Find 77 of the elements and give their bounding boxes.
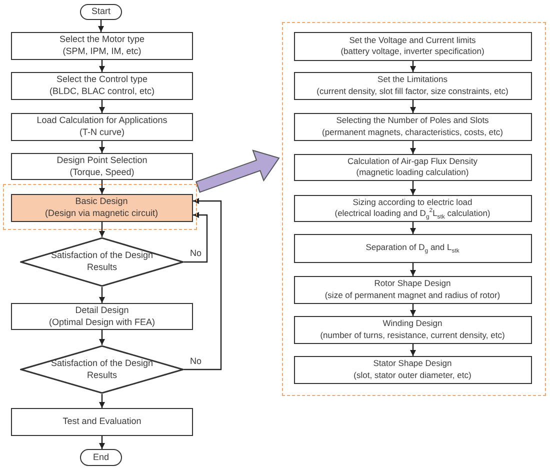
dashed-frame: [282, 22, 546, 396]
process-box: [10, 194, 192, 222]
step-detail: (Torque, Speed): [70, 166, 134, 178]
step-title: Sizing according to electric load: [352, 196, 472, 208]
arrow: [184, 212, 208, 263]
arrow: [99, 141, 105, 153]
arrow: [99, 60, 105, 72]
arrow: [99, 180, 105, 194]
process-box: [294, 112, 532, 140]
process-box: [294, 32, 532, 60]
step-title: Winding Design: [382, 318, 442, 330]
arrow: [410, 263, 416, 276]
decision-text: Satisfaction of the Design Results: [50, 358, 154, 382]
decision-diamond: [20, 237, 184, 287]
step-title: Load Calculation for Applications: [36, 115, 168, 127]
edge-label: No: [189, 249, 203, 258]
step-detail: (T-N curve): [80, 127, 124, 139]
process-box: [11, 303, 193, 330]
process-box: [11, 32, 193, 60]
arrow: [99, 100, 105, 113]
arrow: [410, 141, 416, 154]
arrow: [410, 222, 416, 234]
arrow: [99, 222, 105, 237]
terminal-label: End: [92, 452, 109, 464]
arrow: [410, 304, 416, 316]
process-box: [294, 194, 532, 222]
arrow: [99, 330, 105, 345]
step-detail: (size of permanent magnet and radius of rotor): [324, 290, 500, 301]
step-detail: (magnetic loading calculation): [356, 167, 469, 178]
step-detail: (electrical loading and D$_{g}$$^{2}$L$_{stk}$ calculation): [334, 208, 490, 220]
process-box: [11, 113, 193, 141]
step-detail: (permanent magnets, characteristics, costs, etc): [322, 126, 503, 138]
process-box: [294, 316, 532, 344]
edge-label: No: [189, 356, 203, 366]
decision-text: Satisfaction of the Design Results: [50, 250, 154, 274]
block-arrow: [196, 150, 280, 193]
arrow: [410, 61, 416, 72]
process-box: [11, 153, 193, 180]
step-title: Set the Limitations: [378, 74, 448, 86]
process-box: [294, 356, 532, 384]
step-detail: (Optimal Design with FEA): [48, 316, 156, 328]
step-title: Rotor Shape Design: [374, 278, 451, 290]
process-box: [294, 72, 532, 100]
arrow: [99, 436, 105, 449]
arrow: [410, 100, 416, 113]
step-detail: (slot, stator outer diameter, etc): [354, 370, 472, 381]
arrow: [98, 20, 104, 32]
step-title: Selecting the Number of Poles and Slots: [336, 115, 489, 126]
arrow: [410, 181, 416, 195]
step-title: Calculation of Air-gap Flux Density: [348, 156, 478, 167]
dashed-frame: [3, 184, 197, 230]
arrow: [99, 287, 105, 303]
step-detail: (SPM, IPM, IM, etc): [62, 46, 142, 58]
process-box: [294, 154, 532, 180]
decision-diamond: [20, 345, 184, 394]
process-box: [294, 234, 532, 262]
step-title: Detail Design: [75, 304, 129, 316]
step-detail: (number of turns, resistance, current density, etc): [320, 330, 505, 341]
step-title: Design Point Selection: [56, 154, 148, 166]
step-detail: (current density, slot fill factor, size constraints, etc): [316, 86, 508, 97]
step-title: Stator Shape Design: [373, 358, 452, 370]
process-box: [11, 408, 193, 436]
step-title: Test and Evaluation: [62, 416, 142, 428]
terminal-label: Start: [91, 6, 110, 18]
step-title: Select the Control type: [56, 74, 148, 86]
process-box: [294, 276, 532, 304]
step-title: Set the Voltage and Current limits: [349, 34, 476, 46]
step-detail: (Design via magnetic circuit): [44, 208, 158, 220]
step-title: Select the Motor type: [59, 34, 145, 46]
step-detail: (battery voltage, inverter specification): [340, 46, 484, 58]
step-title: Separation of D$_{g}$ and L$_{stk}$: [366, 242, 460, 254]
arrow: [184, 198, 222, 370]
step-title: Basic Design: [75, 196, 128, 208]
process-box: [11, 72, 193, 100]
arrow: [410, 344, 416, 356]
arrow: [99, 394, 105, 408]
step-detail: (BLDC, BLAC control, etc): [49, 86, 155, 98]
